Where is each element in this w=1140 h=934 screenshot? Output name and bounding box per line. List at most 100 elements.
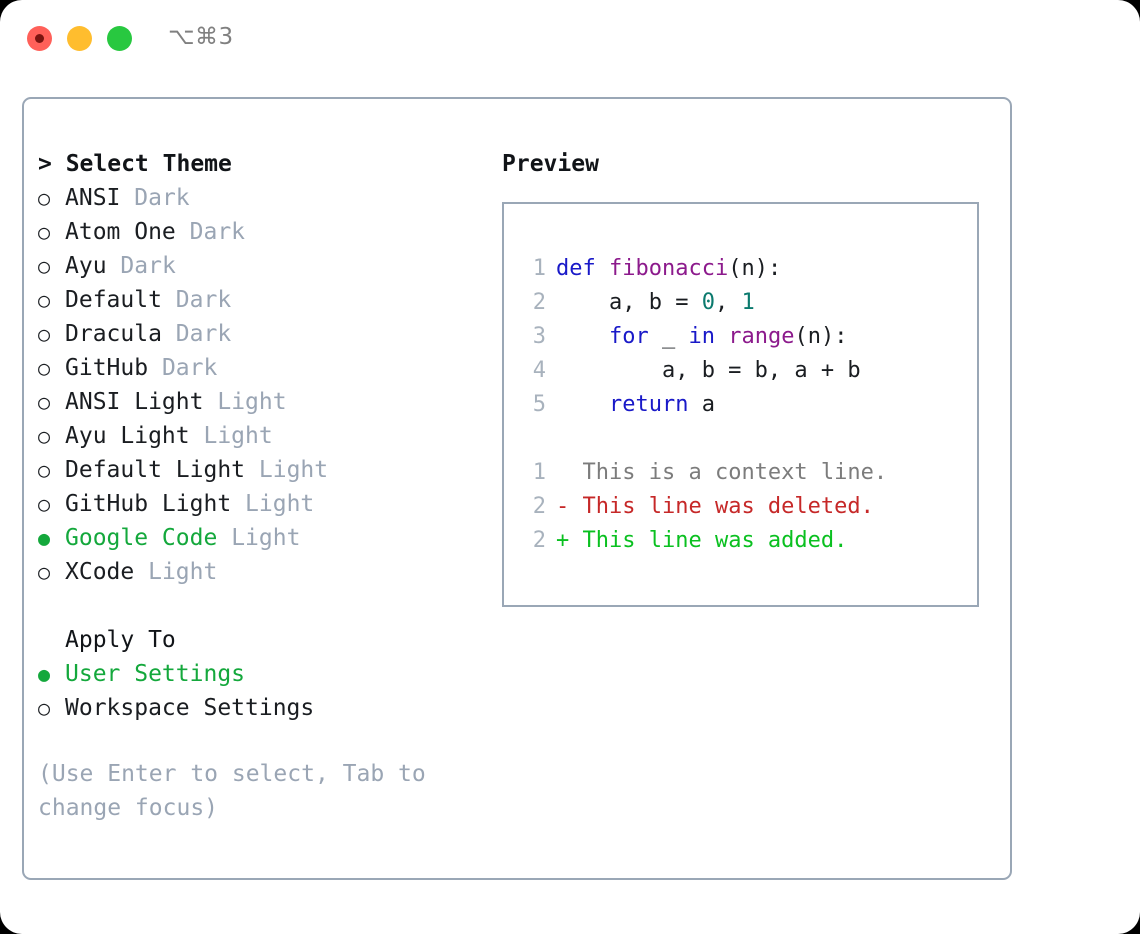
theme-name: XCode bbox=[65, 559, 135, 585]
theme-list-item[interactable]: ○ANSI Light Light bbox=[38, 385, 498, 419]
radio-selected-icon: ● bbox=[38, 526, 51, 550]
theme-name: GitHub Light bbox=[65, 491, 232, 517]
theme-list-item[interactable]: ● Google Code Light bbox=[38, 521, 498, 555]
spacer bbox=[190, 419, 204, 453]
apply-to-item[interactable]: ○ Workspace Settings bbox=[38, 691, 498, 725]
theme-list-item[interactable]: ○ GitHub Dark bbox=[38, 351, 498, 385]
diff-sample: 1 This is a context line. 2- This line wa… bbox=[522, 456, 977, 558]
theme-list-item[interactable]: ○Ayu Dark bbox=[38, 249, 498, 283]
theme-list-item[interactable]: ○ GitHub Light Light bbox=[38, 487, 498, 521]
apply-to-label: Workspace Settings bbox=[65, 695, 315, 721]
code-token: return bbox=[608, 392, 689, 417]
spacer bbox=[176, 215, 190, 249]
spacer bbox=[148, 351, 162, 385]
minimize-window-button[interactable] bbox=[67, 26, 92, 51]
line-number: 2 bbox=[532, 494, 546, 519]
code-text: for _ in range(n): bbox=[556, 320, 847, 354]
radio-unselected-icon: ○ bbox=[38, 492, 51, 516]
radio-selected-icon: ● bbox=[38, 662, 51, 686]
radio-unselected-icon: ○ bbox=[38, 390, 51, 414]
spacer bbox=[245, 453, 259, 487]
content-panel: > Select Theme ○ANSI Dark○Atom One Dark○… bbox=[22, 97, 1012, 880]
code-token: fibonacci bbox=[608, 256, 729, 281]
code-text: def fibonacci(n): bbox=[556, 252, 781, 286]
code-token: 1 bbox=[741, 290, 755, 315]
spacer bbox=[217, 521, 231, 555]
apply-to-header: Apply To bbox=[65, 627, 176, 653]
code-token bbox=[715, 324, 728, 349]
code-token: range bbox=[728, 324, 795, 349]
code-token: in bbox=[688, 324, 715, 349]
radio-unselected-icon: ○ bbox=[38, 458, 51, 482]
spacer bbox=[134, 555, 148, 589]
code-token bbox=[556, 324, 609, 349]
code-token: _ bbox=[648, 324, 689, 349]
title-bar: ⌥⌘3 bbox=[0, 0, 1140, 78]
theme-list-item[interactable]: ○ Default Dark bbox=[38, 283, 498, 317]
line-number: 2 bbox=[532, 290, 546, 315]
theme-list-item[interactable]: ○Default Light Light bbox=[38, 453, 498, 487]
theme-category: Light bbox=[245, 491, 315, 517]
apply-to-list[interactable]: ●User Settings ○ Workspace Settings bbox=[38, 657, 498, 725]
radio-unselected-icon: ○ bbox=[38, 356, 51, 380]
keyboard-hint-text: (Use Enter to select, Tab to change focu… bbox=[38, 761, 426, 821]
line-number: 3 bbox=[532, 324, 546, 349]
theme-name: Dracula bbox=[65, 321, 162, 347]
diff-marker: - bbox=[556, 494, 583, 519]
theme-list-item[interactable]: ○Dracula Dark bbox=[38, 317, 498, 351]
theme-category: Light bbox=[231, 525, 301, 551]
theme-category: Light bbox=[203, 423, 273, 449]
theme-name: Atom One bbox=[65, 219, 176, 245]
select-theme-header: > Select Theme bbox=[38, 151, 232, 177]
spacer bbox=[162, 283, 176, 317]
code-diff-gap bbox=[522, 422, 977, 456]
code-line: 5 return a bbox=[522, 388, 977, 422]
theme-list-item[interactable]: ○Atom One Dark bbox=[38, 215, 498, 249]
preview-title: Preview bbox=[502, 151, 599, 177]
theme-list[interactable]: ○ANSI Dark○Atom One Dark○Ayu Dark○Defaul… bbox=[38, 181, 498, 589]
theme-name: ANSI Light bbox=[65, 389, 204, 415]
code-token: 0 bbox=[701, 290, 715, 315]
line-number: 5 bbox=[532, 392, 546, 417]
radio-unselected-icon: ○ bbox=[38, 424, 51, 448]
code-line: 2 a, b = 0, 1 bbox=[522, 286, 977, 320]
theme-category: Dark bbox=[120, 253, 176, 279]
code-text: a, b = 0, 1 bbox=[556, 286, 755, 320]
theme-name: Default bbox=[65, 287, 162, 313]
theme-list-item[interactable]: ○ Ayu Light Light bbox=[38, 419, 498, 453]
radio-unselected-icon: ○ bbox=[38, 288, 51, 312]
diff-line: 2+ This line was added. bbox=[522, 524, 977, 558]
theme-name: ANSI bbox=[65, 185, 121, 211]
theme-name: GitHub bbox=[65, 355, 149, 381]
theme-category: Dark bbox=[161, 355, 218, 381]
code-text: return a bbox=[556, 388, 715, 422]
maximize-window-button[interactable] bbox=[107, 26, 132, 51]
theme-list-item[interactable]: ○ANSI Dark bbox=[38, 181, 498, 215]
theme-category: Dark bbox=[175, 287, 232, 313]
code-token: (n): bbox=[728, 256, 782, 281]
code-token: def bbox=[556, 256, 609, 281]
radio-unselected-icon: ○ bbox=[38, 696, 51, 720]
close-window-button[interactable] bbox=[27, 26, 52, 51]
code-token: a, b = bbox=[556, 290, 702, 315]
theme-list-item[interactable]: ○XCode Light bbox=[38, 555, 498, 589]
diff-marker: + bbox=[556, 528, 583, 553]
code-text: a, b = b, a + b bbox=[556, 354, 861, 388]
code-token: (n): bbox=[794, 324, 848, 349]
theme-name: Google Code bbox=[65, 525, 218, 551]
apply-to-item[interactable]: ●User Settings bbox=[38, 657, 498, 691]
theme-category: Dark bbox=[134, 185, 190, 211]
list-spacer bbox=[38, 589, 498, 623]
spacer bbox=[120, 181, 134, 215]
diff-line: 1 This is a context line. bbox=[522, 456, 977, 490]
diff-text: This line was deleted. bbox=[582, 494, 874, 519]
line-number: 2 bbox=[532, 528, 546, 553]
radio-unselected-icon: ○ bbox=[38, 322, 51, 346]
code-token: , bbox=[714, 290, 742, 315]
theme-name: Ayu Light bbox=[65, 423, 190, 449]
